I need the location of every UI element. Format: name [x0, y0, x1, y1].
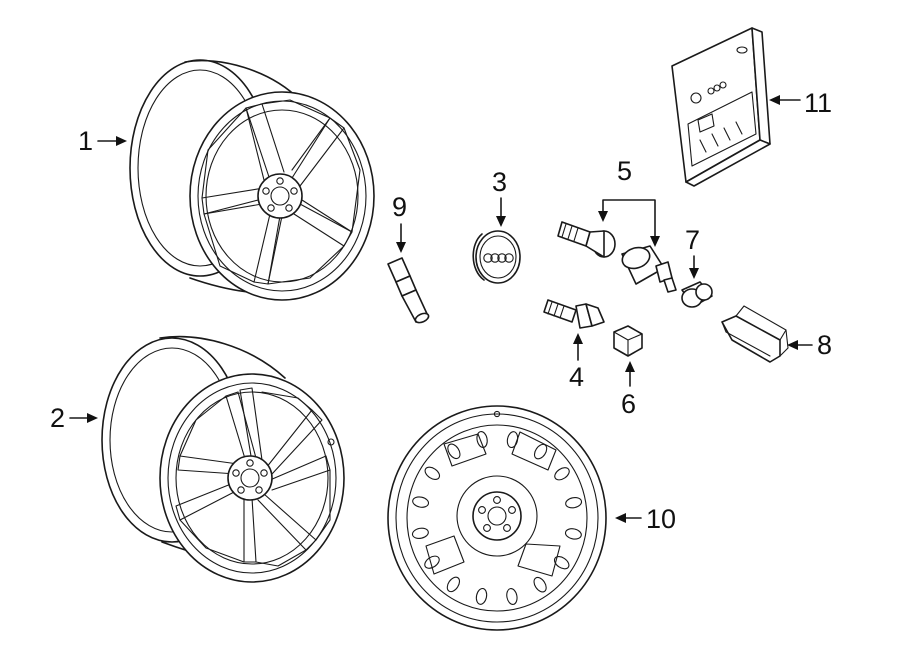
callout-9: 9	[392, 192, 407, 253]
part-10-steel-wheel	[387, 405, 607, 631]
part-11-tool-kit	[671, 27, 771, 187]
callout-10: 10	[615, 504, 676, 534]
callout-7: 7	[685, 225, 700, 279]
vent-hole	[447, 443, 461, 460]
vent-hole	[475, 587, 488, 605]
vent-hole	[412, 496, 430, 508]
part-4-wheel-bolt	[543, 299, 605, 329]
callout-1-label: 1	[78, 126, 93, 156]
vent-hole	[565, 497, 583, 509]
part-3-center-cap	[472, 230, 521, 284]
vent-hole	[553, 556, 570, 570]
callout-8-label: 8	[817, 330, 832, 360]
callout-7-label: 7	[685, 225, 700, 255]
callout-3: 3	[492, 167, 507, 227]
vent-hole	[424, 466, 441, 480]
callout-4-label: 4	[569, 362, 584, 392]
part-7-cap	[681, 281, 713, 308]
callout-4: 4	[569, 333, 584, 392]
vent-hole	[554, 467, 570, 481]
callout-2: 2	[50, 403, 98, 433]
callout-6: 6	[621, 361, 636, 419]
part-8-clip	[721, 305, 789, 363]
vent-hole	[411, 527, 429, 539]
part-2-alloy-wheel	[101, 335, 345, 583]
vent-hole	[506, 588, 518, 605]
callout-5: 5	[598, 156, 660, 247]
callout-10-label: 10	[646, 504, 676, 534]
callout-2-label: 2	[50, 403, 65, 433]
vent-hole	[533, 576, 547, 593]
callout-11: 11	[769, 88, 832, 118]
vent-hole	[446, 576, 461, 593]
part-6-hex-nut	[613, 325, 643, 357]
part-5-lock-bolt-set	[557, 221, 677, 293]
callout-6-label: 6	[621, 389, 636, 419]
part-1-alloy-wheel	[129, 59, 375, 301]
callout-9-label: 9	[392, 192, 407, 222]
callout-11-label: 11	[804, 88, 832, 118]
callout-3-label: 3	[492, 167, 507, 197]
callout-8: 8	[787, 330, 832, 360]
vent-hole	[564, 528, 582, 540]
callout-5-label: 5	[617, 156, 632, 186]
part-9-valve-stem	[387, 257, 430, 324]
callout-1: 1	[78, 126, 127, 156]
